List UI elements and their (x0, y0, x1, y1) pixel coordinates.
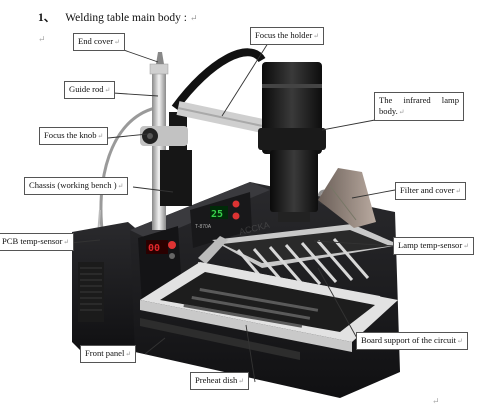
paragraph-mark: ↵ (114, 38, 120, 46)
callout-label: Focus the holder (255, 30, 313, 40)
callout-filter-cover: Filter and cover↵ (395, 182, 467, 200)
panel-button (232, 212, 240, 220)
callout-pcb-temp-sensor: PCB temp-sensor↵ (0, 233, 75, 251)
paragraph-mark: ↵ (97, 132, 104, 140)
paragraph-mark: ↵ (463, 242, 470, 250)
panel-button (232, 200, 240, 208)
callout-chassis: Chassis (working bench )↵ (24, 177, 129, 195)
callout-lamp-temp-sensor: Lamp temp-sensor↵ (393, 237, 475, 255)
callout-preheat-dish: Preheat dish↵ (190, 372, 250, 390)
callout-label: PCB temp-sensor (2, 236, 63, 246)
callout-label: Focus the knob (44, 130, 97, 140)
callout-label: Preheat dish (195, 375, 238, 385)
callout-guide-rod: Guide rod↵ (64, 81, 116, 99)
callout-infrared-lamp-body: The infrared lamp body.↵ (374, 92, 464, 121)
paragraph-mark: ↵ (104, 86, 111, 94)
callout-label: Chassis (working bench ) (29, 180, 117, 190)
model-label: T-870A (195, 224, 212, 230)
paragraph-mark: ↵ (38, 34, 46, 44)
paragraph-mark: ↵ (63, 238, 70, 246)
callout-label: End cover (78, 36, 114, 46)
left-temp-display: 00 (148, 243, 160, 254)
callout-label: Guide rod (69, 84, 104, 94)
callout-label: Filter and cover (400, 185, 455, 195)
callout-focus-holder: Focus the holder↵ (250, 27, 325, 45)
panel-button (169, 253, 175, 259)
section-number: 1、 (38, 12, 56, 24)
paragraph-mark: ↵ (238, 377, 245, 385)
callout-front-panel: Front panel↵ (80, 345, 137, 363)
section-heading: 1、 Welding table main body :↵ (38, 9, 198, 25)
callout-board-support: Board support of the circuit↵ (356, 332, 468, 350)
paragraph-mark: ↵ (457, 337, 463, 345)
paragraph-mark: ↵ (432, 396, 440, 406)
callout-focus-knob: Focus the knob↵ (39, 127, 109, 145)
paragraph-mark: ↵ (398, 108, 405, 116)
callout-label: Board support of the circuit (361, 335, 456, 345)
paragraph-mark: ↵ (117, 182, 124, 190)
callout-end-cover: End cover↵ (73, 33, 125, 51)
paragraph-mark: ↵ (189, 13, 198, 23)
paragraph-mark: ↵ (313, 32, 320, 40)
paragraph-mark: ↵ (125, 350, 132, 358)
right-temp-display: 25 (211, 209, 223, 220)
panel-button (168, 241, 176, 249)
callout-label: The infrared lamp body. (379, 95, 459, 116)
paragraph-mark: ↵ (455, 187, 462, 195)
callout-label: Lamp temp-sensor (398, 240, 463, 250)
callout-label: Front panel (85, 348, 125, 358)
section-title: Welding table main body : (65, 12, 187, 24)
